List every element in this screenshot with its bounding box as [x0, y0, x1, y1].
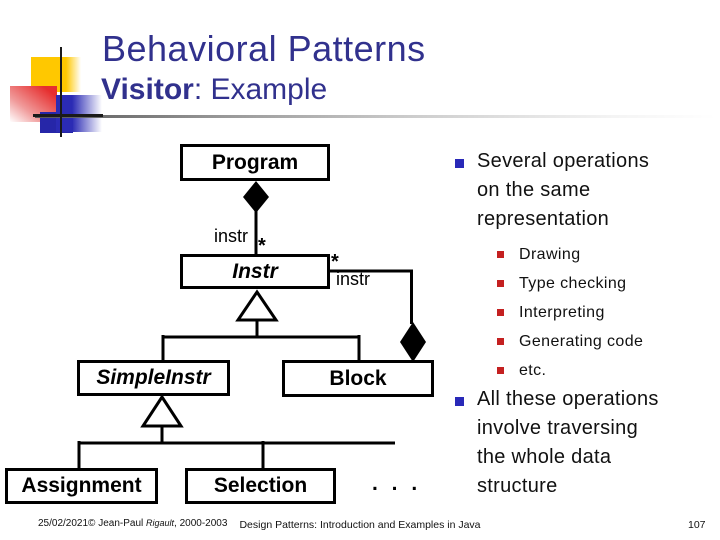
title-separator-line	[35, 115, 716, 118]
sub-bullet-item: Generating code	[497, 327, 643, 356]
sub-bullet-square-icon	[497, 367, 504, 374]
sub-bullet-item: etc.	[497, 356, 643, 385]
sub-bullet-label: Drawing	[519, 245, 581, 263]
role-label-instr-right: instr	[336, 269, 371, 289]
sub-bullet-item: Type checking	[497, 269, 643, 298]
sub-bullet-item: Drawing	[497, 240, 643, 269]
footer-copyright-prefix: 25/02/2021© Jean-Paul	[38, 518, 147, 529]
class-box-program: Program	[180, 144, 330, 181]
bullet1-line: representation	[477, 208, 610, 230]
bullet2-line: the whole data	[477, 446, 612, 468]
sub-bullet-label: Interpreting	[519, 303, 605, 321]
bullet2-line: All these operations	[477, 388, 659, 410]
class-box-assignment: Assignment	[5, 468, 158, 504]
bullet1-line: on the same	[477, 179, 591, 201]
subtitle-rest: : Example	[193, 73, 328, 106]
slide-title: Behavioral Patterns	[102, 28, 426, 69]
class-box-block: Block	[282, 360, 434, 397]
sub-bullet-label: Type checking	[519, 274, 627, 292]
class-box-selection: Selection	[185, 468, 336, 504]
footer-author-name: Rigault	[146, 518, 175, 528]
sub-bullet-square-icon	[497, 280, 504, 287]
composition-diamond-program-icon	[243, 181, 269, 213]
bullet2-line: involve traversing	[477, 417, 639, 439]
bullet2-text: All these operations involve traversing …	[477, 385, 659, 501]
footer-course-title: Design Patterns: Introduction and Exampl…	[239, 519, 481, 531]
composition-diamond-block-icon	[400, 322, 426, 362]
bullet-square-icon	[455, 397, 464, 406]
sub-bullet-label: etc.	[519, 361, 547, 379]
inheritance-triangle-instr-icon	[235, 289, 279, 322]
bullet-square-icon	[455, 159, 464, 168]
multiplicity-star-left: *	[258, 235, 266, 257]
bullet1-sublist: Drawing Type checking Interpreting Gener…	[497, 240, 643, 385]
inheritance-triangle-simpleinstr-icon	[140, 394, 184, 428]
footer-copyright: 25/02/2021© Jean-Paul Rigault, 2000-2003	[38, 518, 227, 529]
slide-subtitle: Visitor: Example	[101, 73, 327, 107]
decor-blue-square	[56, 95, 102, 132]
role-label-instr-left: instr	[214, 226, 249, 246]
sub-bullet-square-icon	[497, 251, 504, 258]
footer-copyright-suffix: , 2000-2003	[174, 518, 228, 529]
decor-vertical-line	[60, 47, 62, 137]
footer-page-number: 107	[688, 519, 706, 531]
sub-bullet-item: Interpreting	[497, 298, 643, 327]
decor-horizontal-line	[33, 114, 103, 117]
ellipsis-label: . . .	[372, 472, 422, 495]
bullet1-line: Several operations	[477, 150, 650, 172]
class-box-instr: Instr	[180, 254, 330, 289]
sub-bullet-label: Generating code	[519, 332, 644, 350]
subtitle-pattern-name: Visitor	[101, 73, 194, 106]
multiplicity-star-right: *	[331, 251, 339, 273]
sub-bullet-square-icon	[497, 309, 504, 316]
bullet1-text: Several operations on the same represent…	[477, 147, 649, 234]
sub-bullet-square-icon	[497, 338, 504, 345]
bullet2-line: structure	[477, 475, 558, 497]
class-box-simpleinstr: SimpleInstr	[77, 360, 230, 396]
